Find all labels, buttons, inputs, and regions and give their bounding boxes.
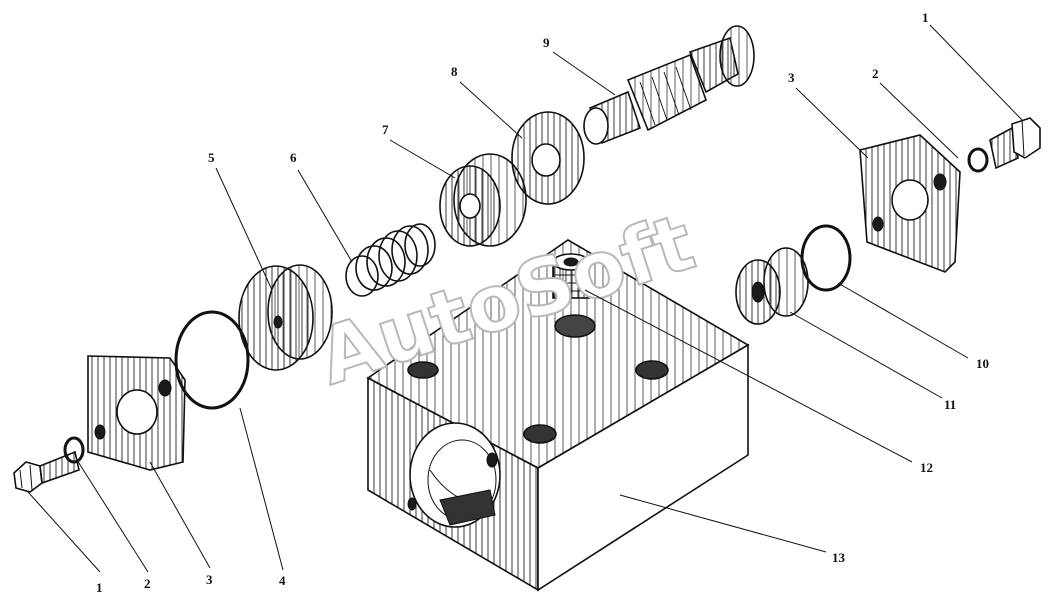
- callout-10: 10: [976, 356, 989, 371]
- callout-1-left: 1: [96, 580, 103, 595]
- callout-5: 5: [208, 150, 215, 165]
- callout-2-left: 2: [144, 576, 151, 591]
- flange-plate-left: [87, 355, 186, 471]
- callout-2-right: 2: [872, 66, 879, 81]
- plug-fitting: [552, 253, 590, 299]
- callout-4: 4: [279, 573, 286, 588]
- callout-11: 11: [944, 397, 956, 412]
- callout-3-right: 3: [788, 70, 795, 85]
- piston-cap: [238, 264, 333, 371]
- callout-3-left: 3: [206, 572, 213, 587]
- callout-12: 12: [920, 460, 933, 475]
- callout-6: 6: [290, 150, 297, 165]
- washer-left: [63, 436, 85, 464]
- callout-labels: 1 2 3 4 5 6 7 8 9 3 2 1 10 11 12 13: [96, 10, 989, 595]
- coil-spring: [345, 223, 436, 297]
- washer-disc: [511, 111, 585, 205]
- bolt-right: [989, 117, 1041, 170]
- callout-8: 8: [451, 64, 458, 79]
- callout-9: 9: [543, 35, 550, 50]
- bolt-left: [13, 450, 80, 493]
- adjusting-nut: [735, 247, 809, 325]
- valve-spool: [583, 25, 755, 145]
- callout-13: 13: [832, 550, 846, 565]
- washer-right: [967, 147, 989, 173]
- callout-7: 7: [382, 122, 389, 137]
- callout-1-right: 1: [922, 10, 929, 25]
- o-ring-right: [800, 224, 852, 292]
- flange-plate-right: [859, 134, 961, 273]
- spring-seat: [439, 153, 527, 247]
- leader-lines: [27, 24, 1023, 573]
- housing-block: [366, 239, 750, 592]
- o-ring-left: [174, 310, 250, 410]
